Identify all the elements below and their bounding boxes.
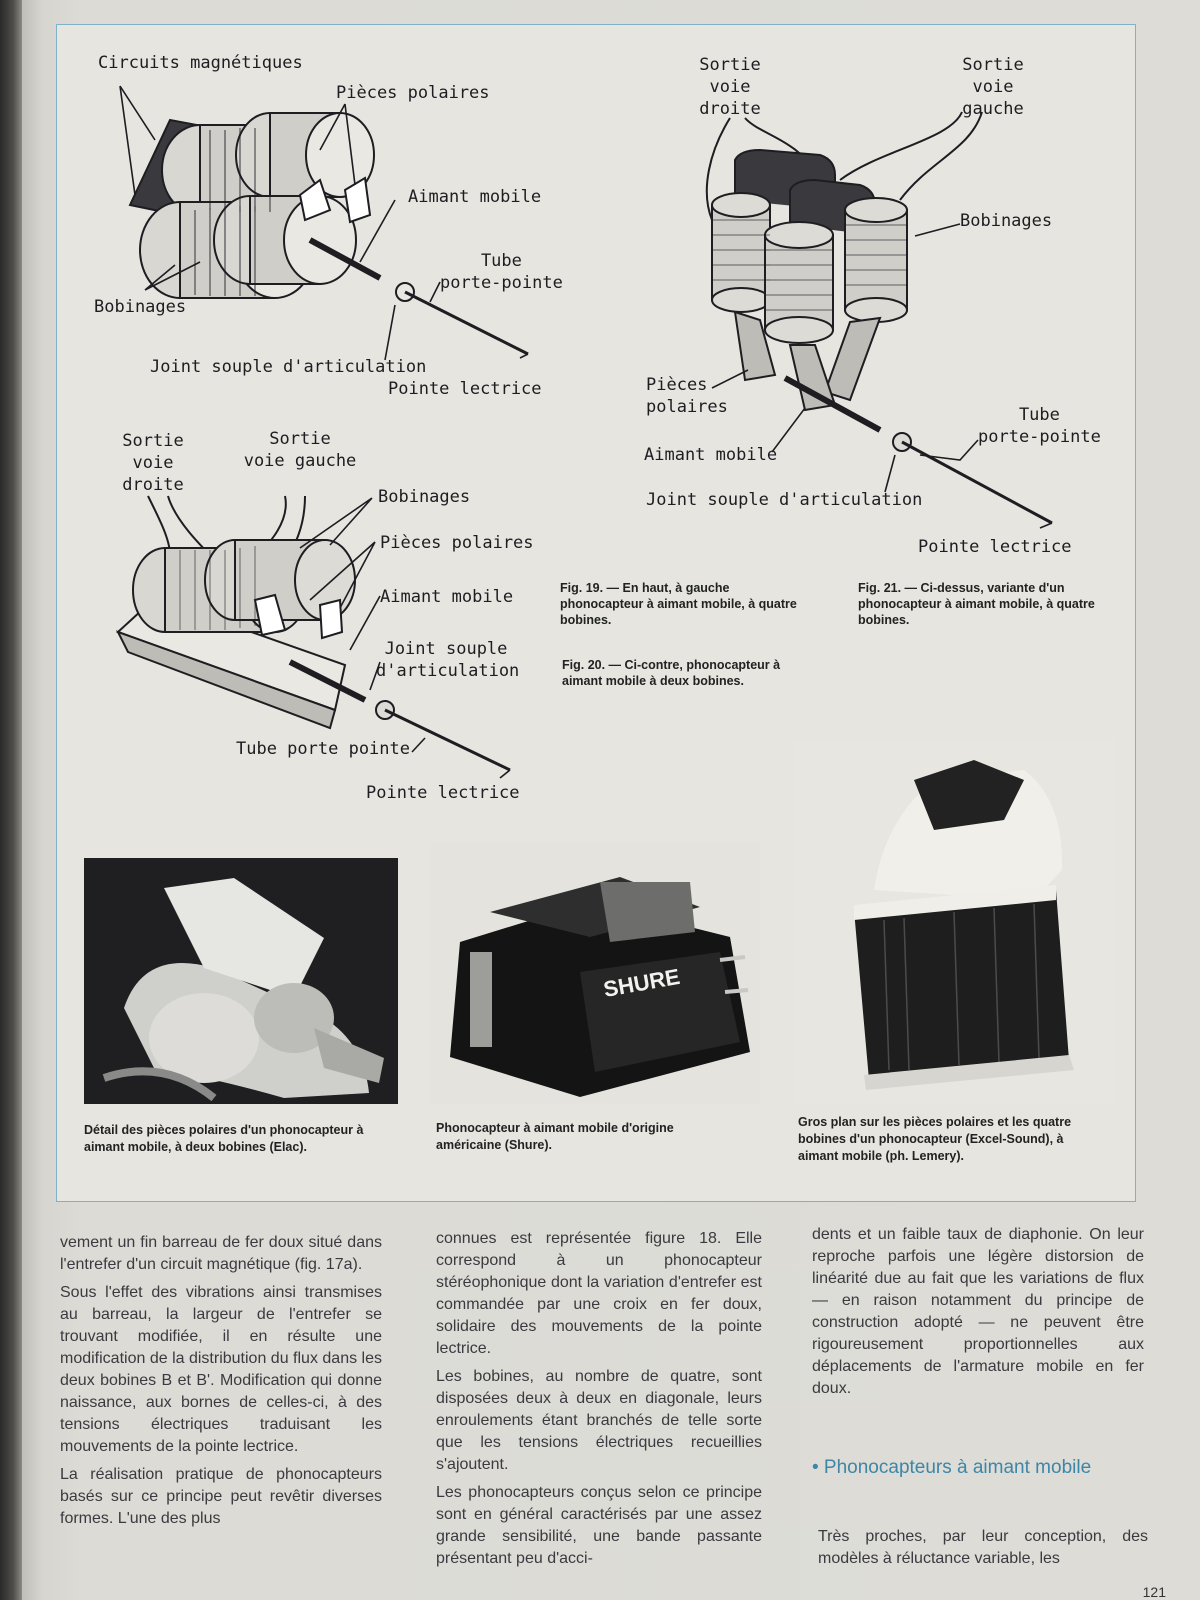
fig21-label-sortie-droite: Sortie voie droite (699, 55, 761, 119)
photo-excel-sound (794, 740, 1116, 1104)
fig19-coil (235, 112, 375, 198)
photo-excel-caption: Gros plan sur les pièces polaires et les… (798, 1115, 1072, 1163)
fig19-label-joint: Joint souple d'articulation (150, 357, 427, 377)
text-column-3: dents et un faible taux de diaphonie. On… (812, 1224, 1144, 1406)
book-spine (0, 0, 22, 1600)
photo-elac-image (84, 858, 398, 1104)
fig21-label-pointe: Pointe lectrice (918, 537, 1072, 557)
text-column-3-continued: Très proches, par leur conception, des m… (818, 1526, 1148, 1576)
paragraph: Les phonocapteurs conçus selon ce princi… (436, 1484, 762, 1567)
fig20-label-sortie-gauche: Sortie voie gauche (243, 429, 357, 471)
fig20-label-aimant: Aimant mobile (380, 587, 514, 607)
fig21-caption: Fig. 21. — Ci-dessus, variante d'un phon… (858, 581, 1095, 627)
fig19-label-bobinages: Bobinages (94, 297, 187, 317)
paragraph: La réalisation pratique de phonocapteurs… (60, 1466, 382, 1527)
fig21-label-bobinages: Bobinages (960, 211, 1053, 231)
paragraph: vement un fin barreau de fer doux situé … (60, 1234, 382, 1273)
photo-shure: SHURE (430, 842, 760, 1104)
photo-shure-image: SHURE (430, 842, 760, 1104)
fig20-label-bobinages: Bobinages (378, 487, 471, 507)
paragraph: dents et un faible taux de diaphonie. On… (812, 1226, 1144, 1397)
photo-excel-image (794, 740, 1116, 1104)
fig20-label-tube: Tube porte pointe (236, 739, 410, 759)
paragraph: Les bobines, au nombre de quatre, sont d… (436, 1368, 762, 1473)
text-column-1: vement un fin barreau de fer doux situé … (60, 1232, 382, 1536)
text-column-2: connues est représentée figure 18. Elle … (436, 1228, 762, 1576)
fig21-label-aimant: Aimant mobile (644, 445, 778, 465)
page-number: 121 (1142, 1584, 1166, 1600)
fig20-label-pointe: Pointe lectrice (366, 783, 520, 803)
fig19-caption: Fig. 19. — En haut, à gauche phonocapteu… (560, 581, 797, 627)
photo-elac-caption: Détail des pièces polaires d'un phonocap… (84, 1123, 364, 1154)
paragraph: Sous l'effet des vibrations ainsi transm… (60, 1284, 382, 1455)
fig20-label-pieces: Pièces polaires (380, 533, 534, 553)
paragraph: Très proches, par leur conception, des m… (818, 1528, 1148, 1567)
section-heading: • Phonocapteurs à aimant mobile (812, 1457, 1092, 1478)
fig20-label-sortie-droite: Sortie voie droite (122, 431, 184, 495)
fig21-label-sortie-gauche: Sortie voie gauche (962, 55, 1024, 119)
fig19-label-aimant: Aimant mobile (408, 187, 542, 207)
paragraph: connues est représentée figure 18. Elle … (436, 1230, 762, 1357)
fig20-label-joint: Joint souple d'articulation (376, 639, 520, 681)
fig21-coil (764, 221, 834, 344)
fig21-label-tube: Tube porte-pointe (978, 405, 1101, 447)
photo-shure-caption: Phonocapteur à aimant mobile d'origine a… (436, 1121, 674, 1152)
fig19-label-tube: Tube porte-pointe (440, 251, 563, 293)
fig19-label-pieces: Pièces polaires (336, 83, 490, 103)
fig20-caption: Fig. 20. — Ci-contre, phonocapteur à aim… (562, 658, 781, 688)
photo-elac (84, 858, 398, 1104)
fig19-coil (213, 195, 357, 285)
fig21-coil (711, 192, 771, 313)
fig21-coil (844, 197, 908, 323)
fig19-label-circuits: Circuits magnétiques (98, 53, 303, 73)
fig19-label-pointe: Pointe lectrice (388, 379, 542, 399)
fig21-label-pieces: Pièces polaires (646, 375, 728, 417)
fig21-label-joint: Joint souple d'articulation (646, 490, 923, 510)
